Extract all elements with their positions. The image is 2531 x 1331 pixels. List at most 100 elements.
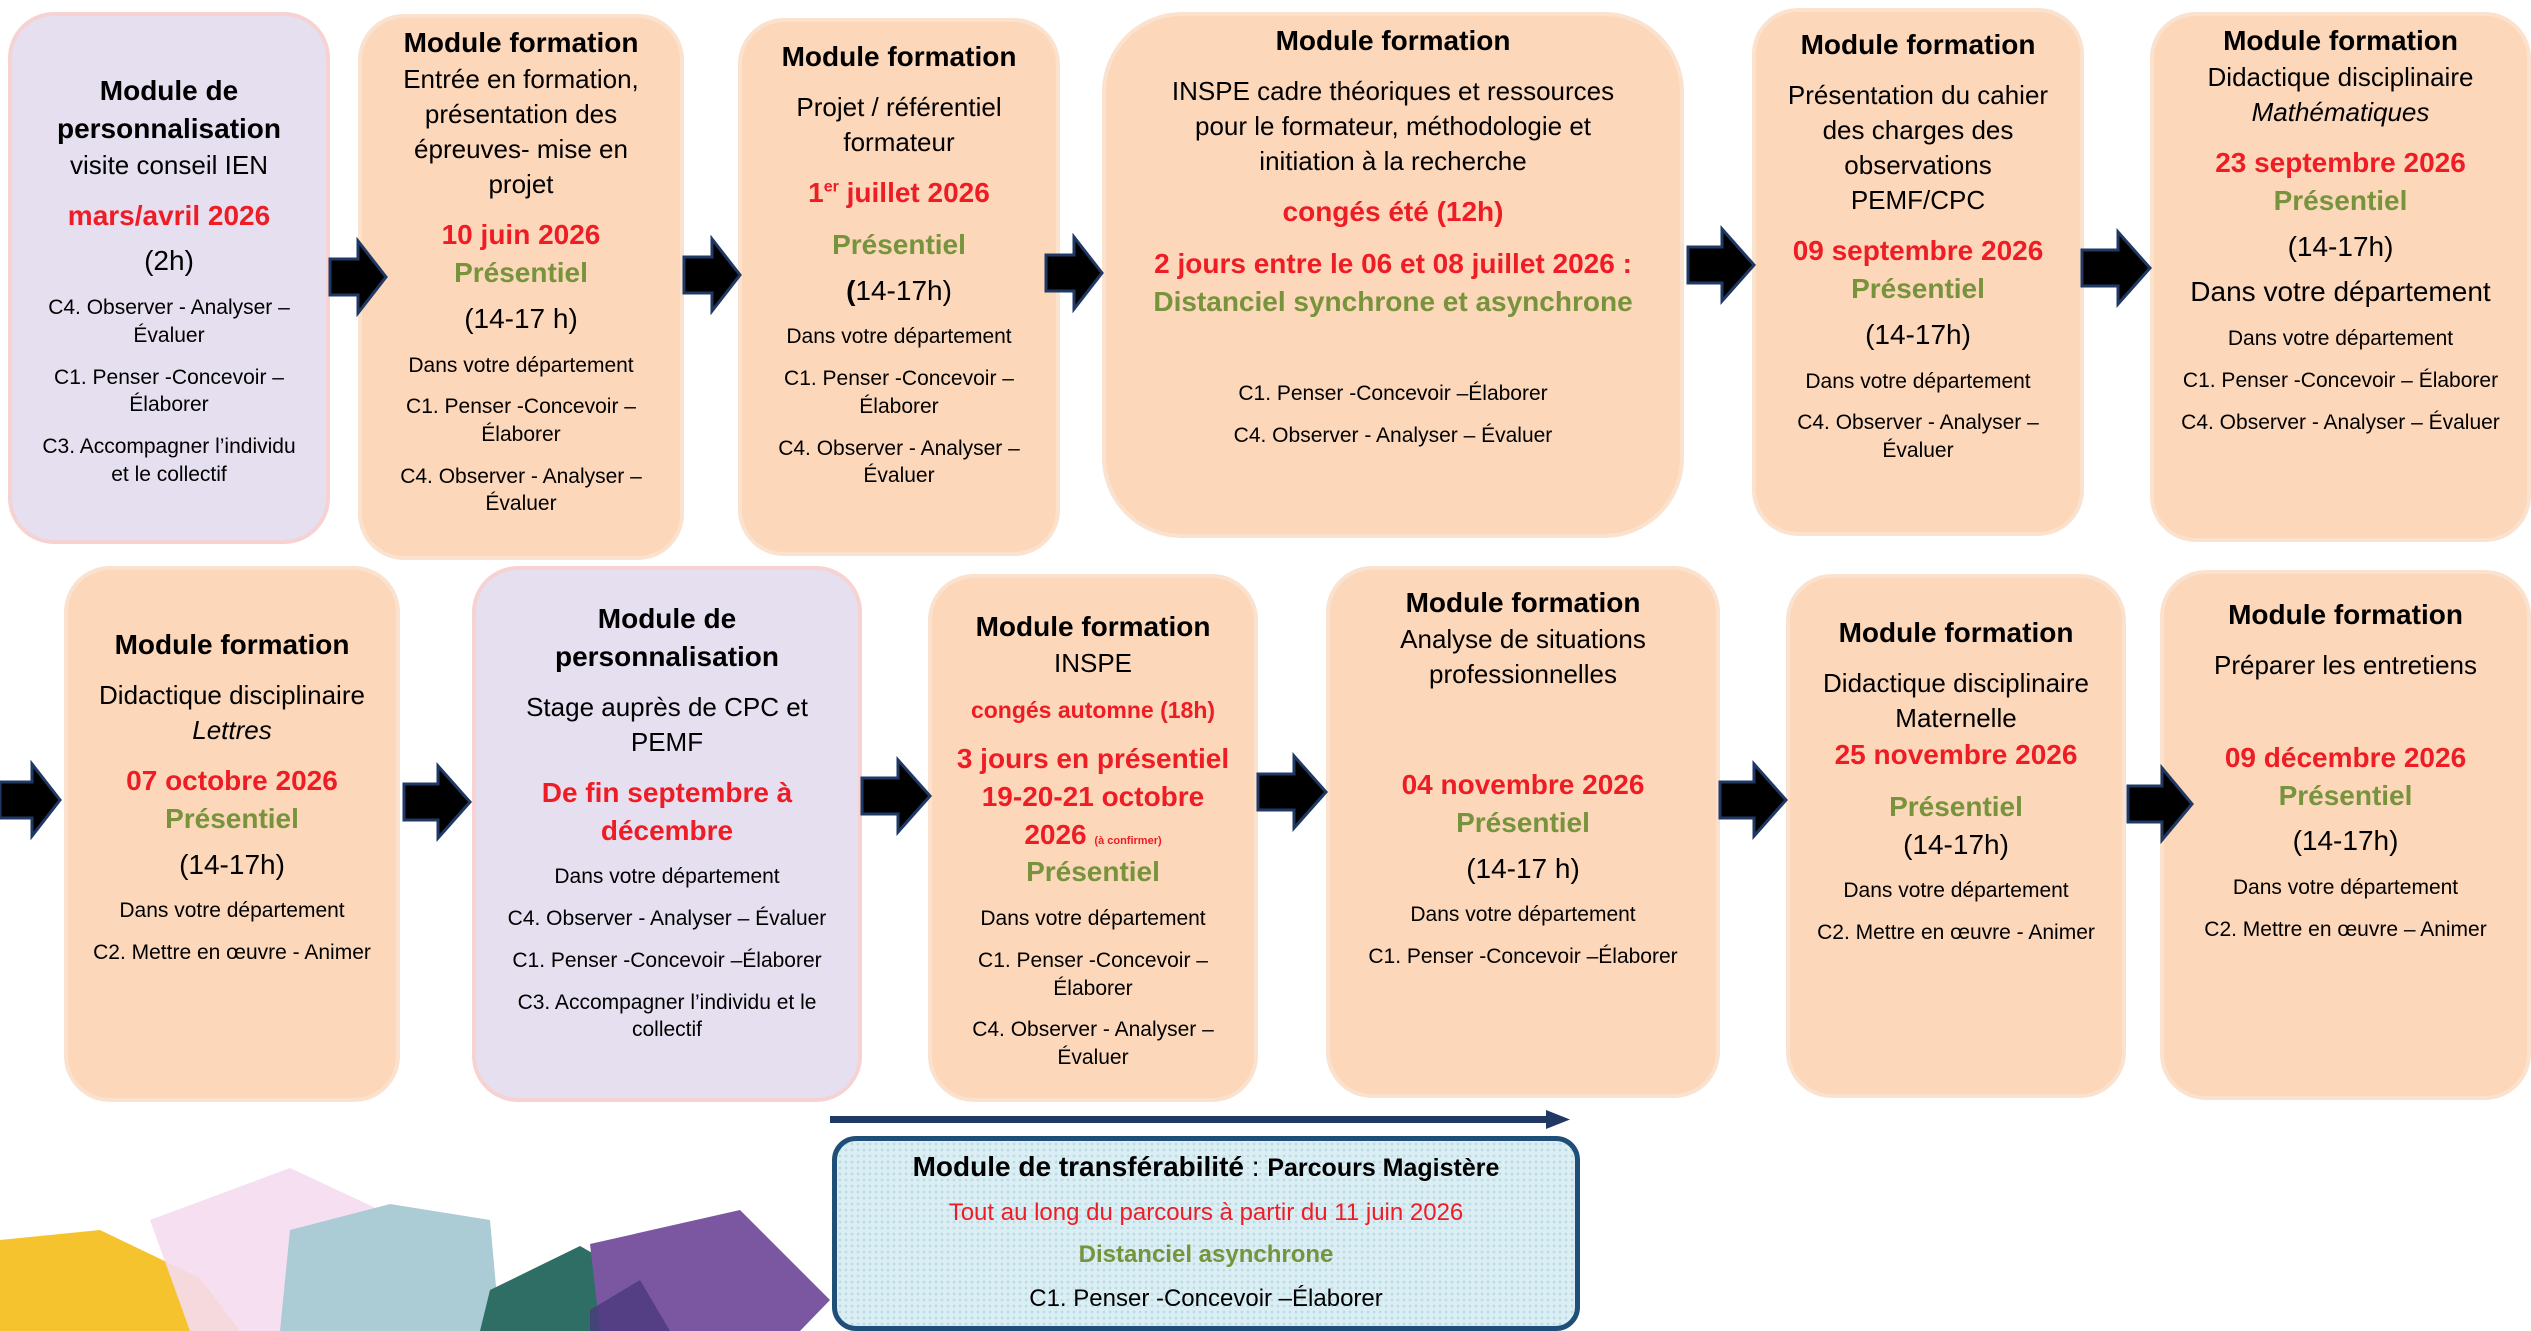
module-subtitle: Préparer les entretiens — [2213, 649, 2478, 680]
module-mode: Présentiel — [1026, 856, 1160, 888]
module-place: Dans votre département — [786, 325, 1012, 349]
module-title: Module formation — [781, 41, 1017, 72]
module-place: Dans votre département — [1410, 903, 1636, 927]
module-note: congés été (12h) — [1282, 196, 1504, 228]
module-subtitle: Stage auprès de CPC et PEMF — [526, 691, 808, 757]
module-subtitle: Entrée en formation, présentation des ép… — [403, 63, 639, 200]
competence-item: C4. Observer - Analyser – Évaluer — [972, 1018, 1214, 1069]
module-hours: (2h) — [144, 245, 194, 277]
timeline-arrow-icon — [830, 1110, 1570, 1129]
competence-item: C2. Mettre en œuvre – Animer — [2204, 918, 2487, 941]
module-date: 23 septembre 2026 — [2215, 146, 2466, 178]
competence-item: C4. Observer - Analyser – Évaluer — [1797, 411, 2039, 462]
module-subtitle: Projet / référentiel formateur — [796, 91, 1002, 157]
module-hours: (14-17 h) — [1466, 852, 1580, 884]
module-hours: (14-17h) — [846, 274, 952, 306]
competence-item: C4. Observer - Analyser – Évaluer — [48, 296, 290, 347]
module-title: Module formation — [1275, 25, 1511, 56]
module-title: Module de personnalisation — [554, 603, 780, 672]
competence-item: C2. Mettre en œuvre - Animer — [93, 941, 371, 965]
module-inspe-automne: Module formation INSPE congés automne (1… — [928, 574, 1258, 1102]
module-subject: Mathématiques — [2251, 96, 2430, 127]
module-subtitle: Présentation du cahier des charges des o… — [1787, 79, 2049, 216]
module-mode: Présentiel — [454, 256, 588, 288]
module-date: 09 septembre 2026 — [1792, 235, 2044, 267]
competence-item: C1. Penser -Concevoir –Élaborer — [1368, 945, 1678, 969]
module-date: De fin septembre à décembre — [541, 776, 793, 846]
module-note: congés automne (18h) — [970, 696, 1216, 723]
competence-item: C1. Penser -Concevoir – Élaborer — [784, 367, 1014, 418]
module-place: Dans votre département — [119, 899, 345, 923]
competence-item: C3. Accompagner l’individu et le collect… — [42, 435, 296, 486]
transfer-mode: Distanciel asynchrone — [1078, 1241, 1334, 1268]
module-place: Dans votre département — [554, 865, 780, 889]
module-cahier-des-charges: Module formation Présentation du cahier … — [1752, 8, 2084, 536]
competence-item: C1. Penser -Concevoir – Élaborer — [978, 948, 1208, 1000]
module-title: Module formation — [114, 629, 350, 660]
flow-arrow-icon — [0, 760, 62, 840]
module-mode: Présentiel — [832, 228, 966, 260]
competence-item: C1. Penser -Concevoir –Élaborer — [512, 948, 822, 972]
module-didactique-mathematiques: Module formation Didactique disciplinair… — [2150, 12, 2531, 542]
competence-item: C4. Observer - Analyser – Évaluer — [1233, 424, 1553, 448]
flow-arrow-icon — [1044, 233, 1104, 313]
module-projet-referentiel: Module formation Projet / référentiel fo… — [738, 18, 1060, 556]
module-personnalisation-stage: Module de personnalisation Stage auprès … — [472, 566, 862, 1102]
flow-arrow-icon — [2080, 228, 2152, 308]
module-place: Dans votre département — [408, 353, 634, 377]
module-date: 09 décembre 2026 — [2224, 741, 2467, 773]
module-mode: Distanciel synchrone et asynchrone — [1153, 285, 1633, 317]
module-date: 1er juillet 2026 — [808, 176, 990, 208]
flow-arrow-icon — [682, 235, 742, 315]
module-hours: (14-17 h) — [464, 302, 578, 334]
competence-item: C4. Observer - Analyser – Évaluer — [507, 907, 827, 931]
module-mode: Présentiel — [2273, 184, 2408, 216]
module-preparer-entretiens: Module formation Préparer les entretiens… — [2160, 570, 2531, 1100]
module-mode: Présentiel — [1851, 272, 1985, 304]
module-place-large: Dans votre département — [2190, 276, 2491, 308]
decorative-hexagons — [0, 1168, 830, 1331]
module-title: Module de personnalisation — [56, 75, 282, 144]
competence-item: C3. Accompagner l’individu et le collect… — [517, 990, 817, 1042]
transfer-title: Module de transférabilité : Parcours Mag… — [912, 1151, 1500, 1182]
competence-item: C4. Observer - Analyser – Évaluer — [2181, 410, 2500, 434]
module-analyse-situations: Module formation Analyse de situations p… — [1326, 566, 1720, 1098]
module-subtitle: Didactique disciplinaire — [99, 679, 365, 710]
competence-item: C1. Penser -Concevoir – Élaborer — [406, 395, 636, 446]
module-mode: Présentiel — [1456, 806, 1590, 838]
competence-item: C1. Penser -Concevoir – Élaborer — [2182, 368, 2499, 392]
module-place: Dans votre département — [1843, 879, 2069, 903]
flow-arrow-icon — [1256, 752, 1328, 832]
flow-arrow-icon — [1718, 760, 1788, 840]
module-subtitle: Analyse de situations professionnelles — [1400, 623, 1646, 689]
module-title: Module formation — [1405, 587, 1641, 618]
module-mode: Présentiel — [165, 802, 299, 834]
flow-arrow-icon — [1686, 225, 1756, 305]
flow-arrow-icon — [860, 756, 932, 836]
module-subject: Lettres — [192, 714, 272, 745]
flow-arrow-icon — [2126, 764, 2194, 844]
module-place: Dans votre département — [2232, 876, 2459, 900]
flow-arrow-icon — [328, 237, 388, 317]
module-didactique-lettres: Module formation Didactique disciplinair… — [64, 566, 400, 1102]
competence-item: C4. Observer - Analyser – Évaluer — [400, 464, 642, 516]
module-date: 3 jours en présentiel 19-20-21 octobre 2… — [956, 742, 1230, 850]
module-personnalisation-visite: Module de personnalisation visite consei… — [8, 12, 330, 544]
module-subtitle: visite conseil IEN — [70, 149, 268, 180]
module-place: Dans votre département — [980, 907, 1206, 931]
flow-arrow-icon — [402, 762, 472, 842]
module-title: Module formation — [2223, 25, 2458, 56]
competence-item: C2. Mettre en œuvre - Animer — [1817, 921, 2095, 945]
transfer-competence: C1. Penser -Concevoir –Élaborer — [1029, 1285, 1383, 1312]
module-date: mars/avril 2026 — [67, 199, 271, 231]
module-title: Module formation — [975, 611, 1211, 642]
module-date: 04 novembre 2026 — [1401, 768, 1645, 800]
module-date: 25 novembre 2026 — [1834, 738, 2078, 770]
module-place: Dans votre département — [1805, 369, 2031, 393]
module-mode: Présentiel — [1889, 790, 2023, 822]
competence-item: C4. Observer - Analyser – Évaluer — [778, 436, 1020, 488]
module-entree-formation: Module formation Entrée en formation, pr… — [358, 14, 684, 560]
module-inspe-cadre-theorique: Module formation INSPE cadre théoriques … — [1102, 12, 1684, 538]
module-transferabilite: Module de transférabilité : Parcours Mag… — [832, 1136, 1580, 1331]
module-subtitle: INSPE cadre théoriques et ressources pou… — [1171, 75, 1615, 176]
